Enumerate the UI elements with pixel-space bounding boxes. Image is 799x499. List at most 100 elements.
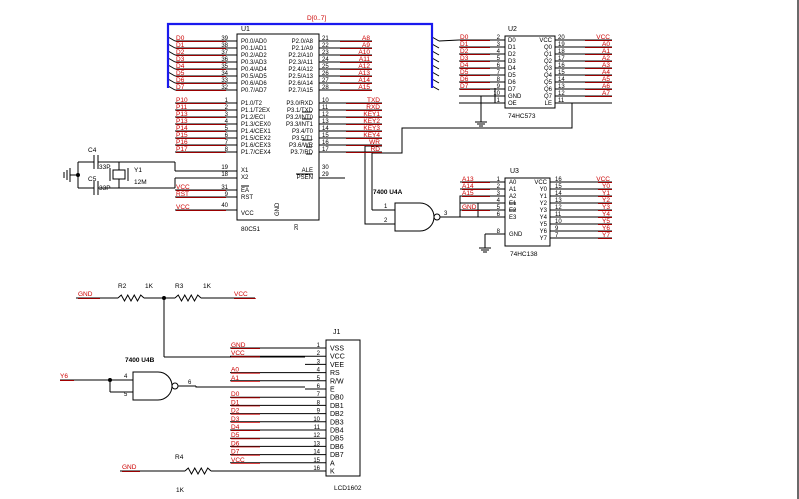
u1-pin-no: 10 [322,98,329,104]
u1-pin-no: 38 [221,43,228,49]
c4-val: 33P [99,164,111,171]
u2-body [504,35,556,109]
j1-pin-name: DB0 [330,395,344,402]
u1-p0-net: D0 [176,35,185,42]
u3-pin-no: 7 [555,233,559,239]
u1-pin-no: 30 [322,165,329,171]
bus-entry [167,57,176,63]
r4-resistor [184,466,212,476]
u1-body [236,33,320,221]
u2-pin-no: 4 [497,49,501,55]
u2-pin-no: 8 [497,77,501,83]
j1-pin-no: 5 [317,376,321,382]
u1-p3-net: TXD [367,97,380,104]
bus-line [166,22,434,88]
u1-p0-net: D1 [176,42,185,49]
u1-pin-name: P2.7/A15 [288,88,313,94]
u1-pin-no: 6 [225,133,229,139]
u1-p0-net: D5 [176,70,185,77]
le-wire [382,102,573,154]
j1-net: D1 [231,399,240,406]
u2-pin-name: VCC [539,38,552,44]
u1-pin-no: 25 [322,64,329,70]
j1-pin-name: K [330,469,335,476]
u3-right-net: Y5 [602,218,610,225]
u1-pin-name: EA [241,188,249,194]
u1-p2-net: A15 [358,84,370,91]
u4a-gate [394,202,435,232]
u2-pin-no: 20 [558,35,565,41]
u3-pin-no: 13 [555,198,562,204]
bus-entry [431,85,440,91]
u4a-label: 7400 U4A [373,189,403,196]
u1-p3-net: KEY1 [363,111,380,118]
j1-pin-name: DB6 [330,444,344,451]
u1-pin-no: 39 [221,36,228,42]
u3-pin-name: A2 [509,194,517,200]
u1-pin-no: 23 [322,50,329,56]
u1-pin-no: 9 [225,192,229,198]
u1-pin-no: 37 [221,50,228,56]
u2-pin-name: Q3 [544,66,553,72]
u2-pin-no: 5 [497,56,501,62]
u3-left-net: A13 [462,176,474,183]
u1-pin-no: 28 [322,85,329,91]
j1-net: D0 [231,391,240,398]
u2-left-net: D3 [460,55,469,62]
r2-val: 1K [145,283,154,290]
j1-pin-no: 11 [314,425,321,431]
oe-wire [494,88,505,104]
u2-pin-name: Q6 [544,87,553,93]
u2-right-net: A5 [602,76,610,83]
u1-p3-net: WR [369,139,380,146]
u3-pin-name: GND [509,232,523,238]
bus-entry [167,71,176,77]
u2-pin-no: 19 [558,42,565,48]
junction-dot [76,173,80,177]
y1-ref: Y1 [134,167,142,174]
u2-pin-no: 14 [558,77,565,83]
u3-pin-no: 2 [497,184,501,190]
u3-pin-name: Y0 [540,187,548,193]
j1-pin-name: VCC [330,354,345,361]
u3-pin-no: 6 [497,212,501,218]
u3-pin-name: Y2 [540,201,548,207]
j1-pin-no: 2 [317,351,321,357]
u2-left-net: D6 [460,76,469,83]
u2-right-net: A1 [602,48,610,55]
u1-pin-no: 7 [225,140,229,146]
page-edge [797,0,799,499]
u1-pin-no: 33 [221,78,228,84]
u3-pin-no: 12 [555,205,562,211]
u1-pin-name: P1.5/CEX2 [241,136,271,142]
u2-pin-name: D3 [508,59,516,65]
j1-ref: J1 [333,329,341,336]
u1-p1-net: P10 [176,97,188,104]
u2-pin-name: D5 [508,73,516,79]
u1-pin-no: 34 [221,71,228,77]
u2-pin-no: 17 [558,56,565,62]
bus-entry [167,43,176,49]
u1-ref: U1 [241,26,250,33]
j1-net: D5 [231,432,240,439]
u3-left-net: GND [462,204,477,211]
u1-pin-no: 4 [225,119,229,125]
bus-entry [431,78,440,84]
u1-pin-name: P2.2/A10 [288,53,313,59]
pin-no: 2 [384,218,388,224]
u1-pin-name: P3.5/T1 [292,136,314,142]
u1-pin-name: P0.3/AD3 [241,60,267,66]
u3-ref: U3 [510,168,519,175]
u2-left-net: D5 [460,69,469,76]
u3-pin-name: A1 [509,187,517,193]
u1-p2-net: A8 [362,35,370,42]
u1-pin-no: 15 [322,133,329,139]
u2-pin-name: D4 [508,66,516,72]
u3-pin-no: 4 [497,198,501,204]
u2-pin-name: Q4 [544,73,553,79]
u1-pin-name: P3.7/RD [290,150,313,156]
u1-pin-name: P2.6/A14 [288,81,313,87]
j1-net: VCC [231,457,245,464]
u1-pin-name: P2.5/A13 [288,74,313,80]
